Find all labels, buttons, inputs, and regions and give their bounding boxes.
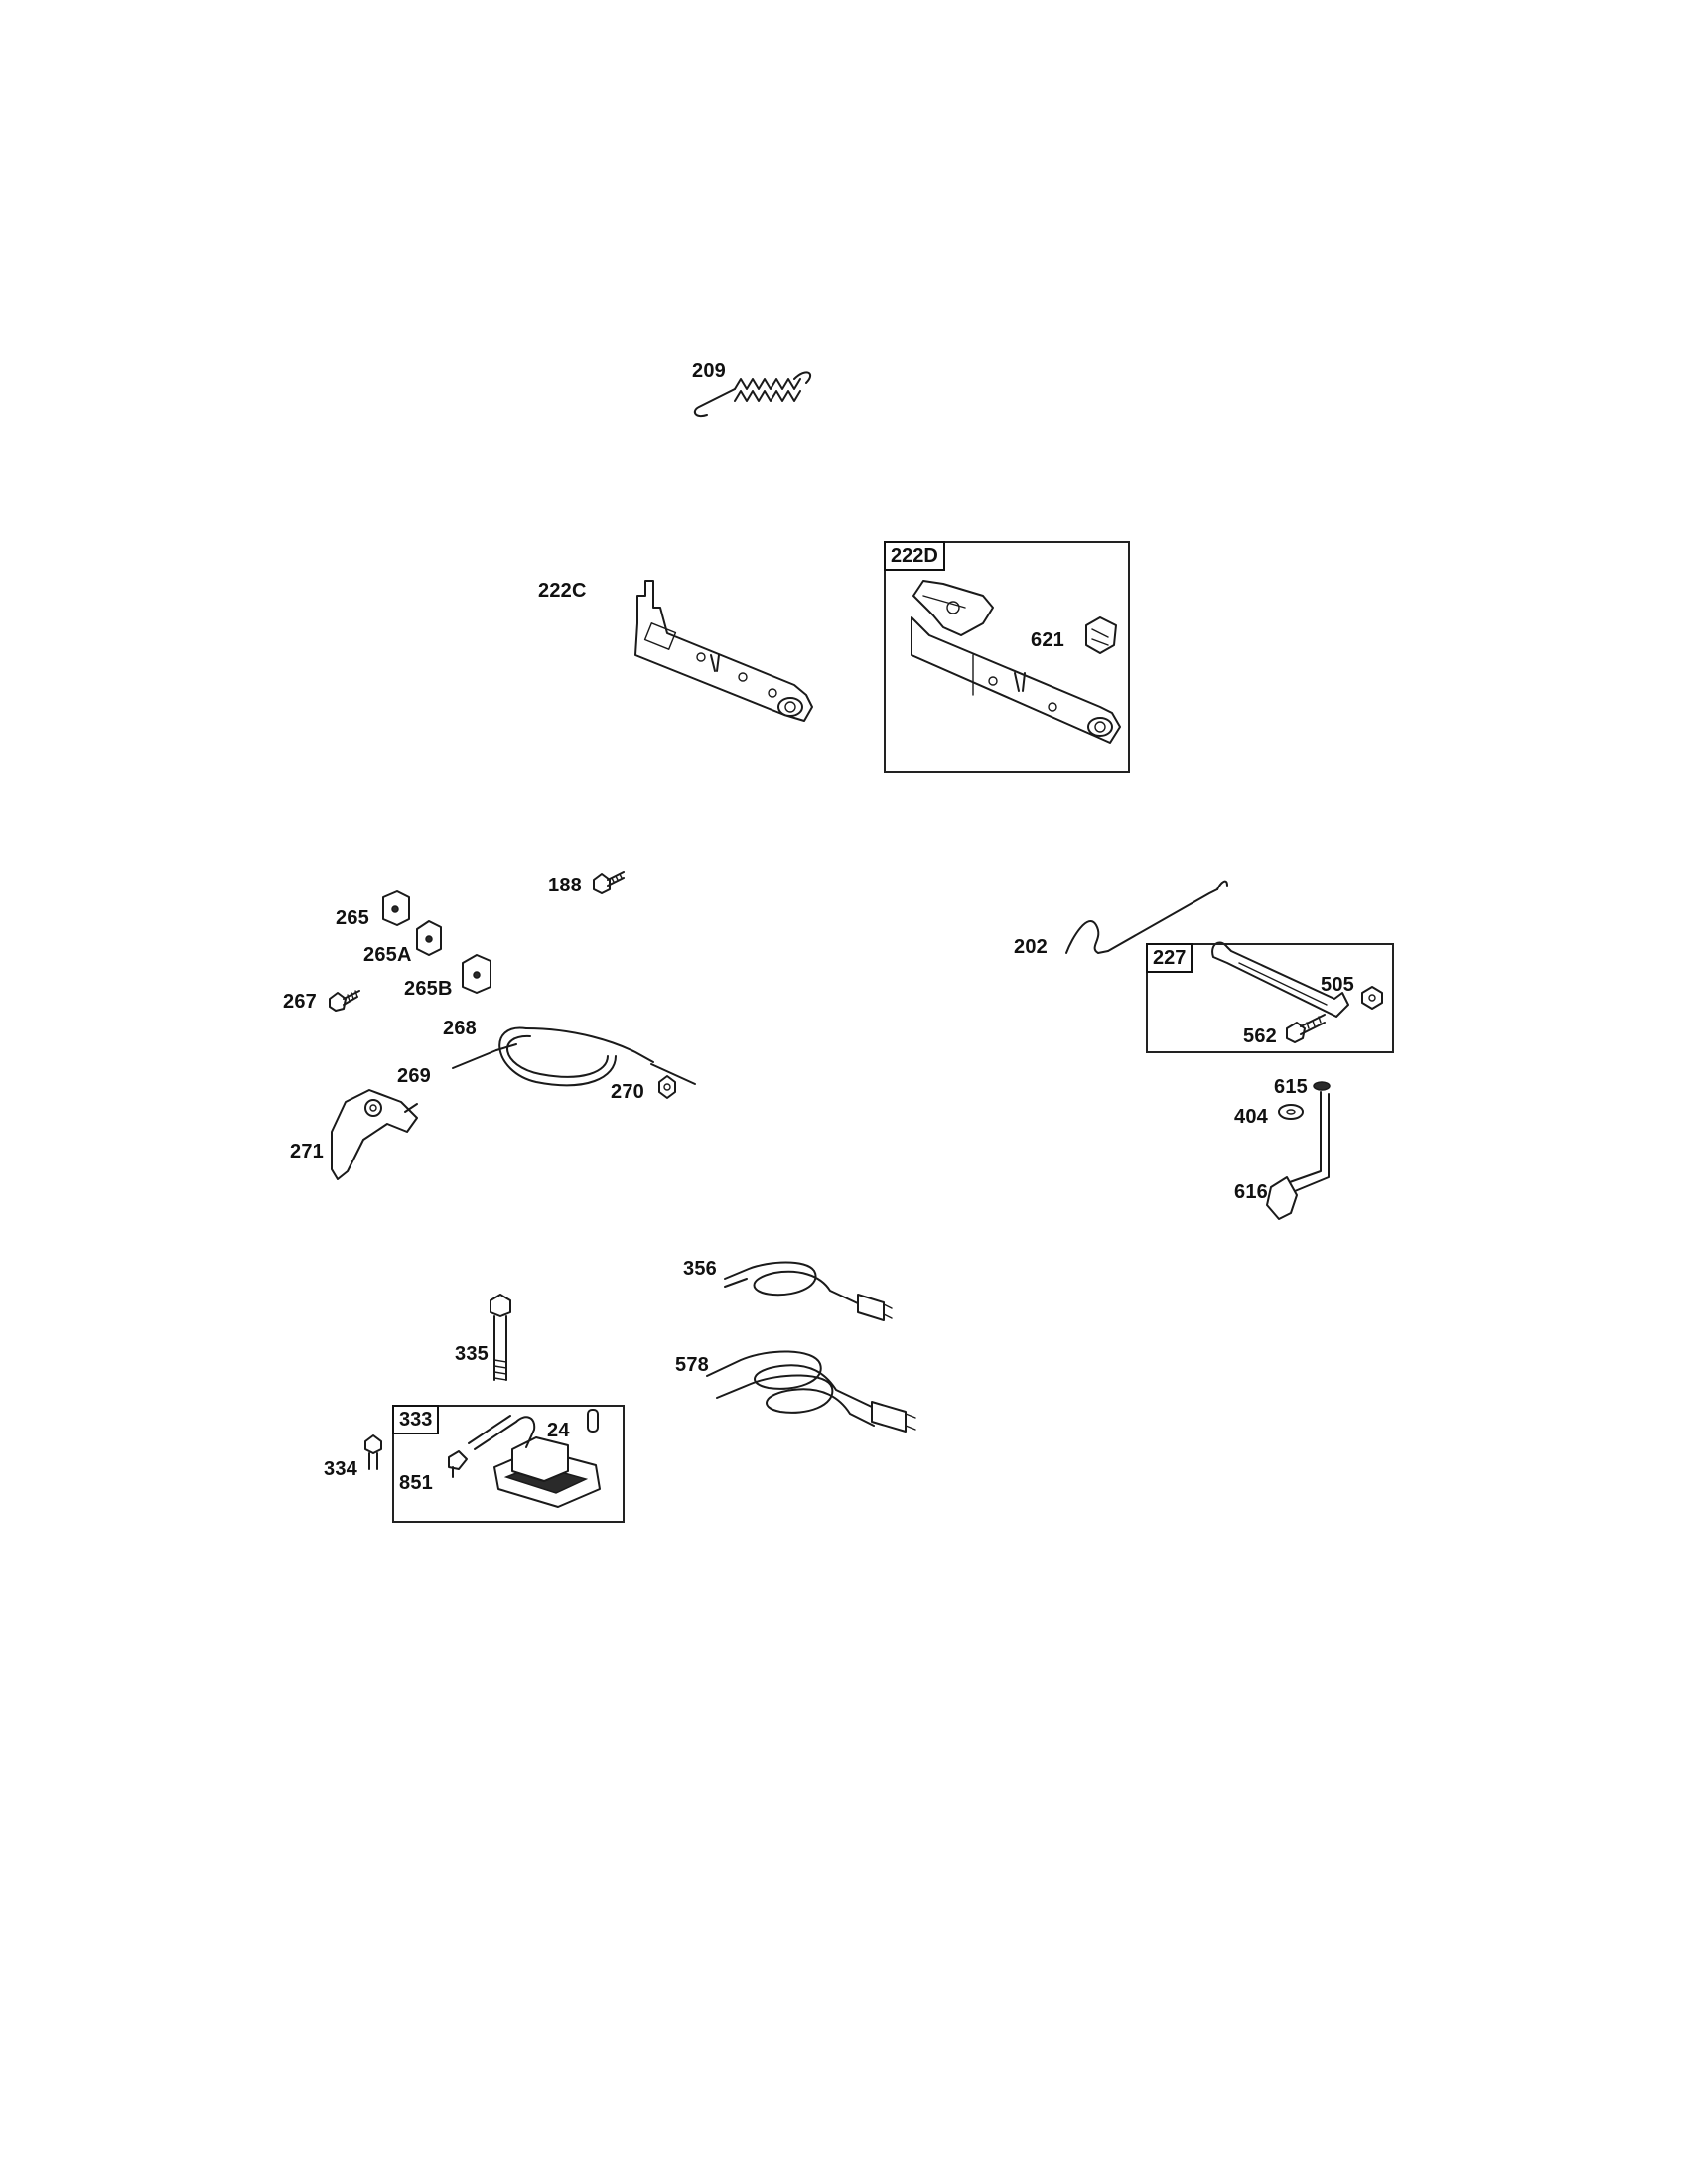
callout-202: 202 xyxy=(1014,936,1048,958)
part-209-spring xyxy=(693,371,812,417)
callout-269: 269 xyxy=(397,1065,431,1087)
group-222d-box xyxy=(884,541,1130,773)
part-267-screw xyxy=(329,990,360,1012)
callout-621: 621 xyxy=(1031,629,1064,651)
callout-24: 24 xyxy=(547,1420,570,1441)
callout-265: 265 xyxy=(336,907,369,929)
part-333-ignition-coil xyxy=(468,1415,601,1508)
part-356-harness xyxy=(724,1261,893,1321)
part-615-retainer xyxy=(1313,1081,1331,1091)
callout-356: 356 xyxy=(683,1258,717,1280)
callout-616: 616 xyxy=(1234,1181,1268,1203)
part-24-pin xyxy=(587,1409,599,1433)
callout-578: 578 xyxy=(675,1354,709,1376)
part-270-nut xyxy=(658,1075,676,1099)
callout-851: 851 xyxy=(399,1472,433,1494)
callout-222c: 222C xyxy=(538,580,587,602)
group-227-tag: 227 xyxy=(1146,943,1193,973)
part-269-cable-end xyxy=(452,1043,517,1069)
callout-334: 334 xyxy=(324,1458,357,1480)
group-222d-tag: 222D xyxy=(884,541,945,571)
callout-268: 268 xyxy=(443,1018,477,1039)
callout-265b: 265B xyxy=(404,978,453,1000)
part-505-nut xyxy=(1361,986,1383,1010)
callout-267: 267 xyxy=(283,991,317,1013)
callout-562: 562 xyxy=(1243,1025,1277,1047)
group-333-tag: 333 xyxy=(392,1405,440,1434)
part-222d-bracket-assembly xyxy=(911,580,1121,744)
group-333-box xyxy=(392,1405,625,1523)
part-202-rod xyxy=(1065,880,1228,954)
part-227-lever xyxy=(1211,941,1349,1018)
callout-335: 335 xyxy=(455,1343,489,1365)
part-265a-clip xyxy=(416,920,442,956)
part-265b-clip xyxy=(462,954,491,994)
callout-209: 209 xyxy=(692,360,726,382)
group-227-box xyxy=(1146,943,1394,1053)
callout-265a: 265A xyxy=(363,944,412,966)
part-268-cable xyxy=(498,1026,696,1087)
callout-505: 505 xyxy=(1321,974,1354,996)
callout-270: 270 xyxy=(611,1081,644,1103)
callout-271: 271 xyxy=(290,1141,324,1162)
part-562-screw xyxy=(1286,1014,1326,1043)
part-334-screw xyxy=(364,1434,382,1470)
part-271-lever xyxy=(331,1089,418,1180)
part-616-crank xyxy=(1266,1091,1330,1220)
part-621-clip xyxy=(1085,616,1117,654)
part-222c-bracket xyxy=(634,580,813,722)
part-188-bolt xyxy=(593,871,625,894)
callout-615: 615 xyxy=(1274,1076,1308,1098)
part-404-washer xyxy=(1278,1104,1304,1120)
part-851-fastener xyxy=(448,1450,468,1478)
part-335-bolt xyxy=(490,1294,511,1381)
part-578-harness xyxy=(706,1350,916,1433)
part-265-clip xyxy=(382,890,410,926)
callout-188: 188 xyxy=(548,875,582,896)
callout-404: 404 xyxy=(1234,1106,1268,1128)
